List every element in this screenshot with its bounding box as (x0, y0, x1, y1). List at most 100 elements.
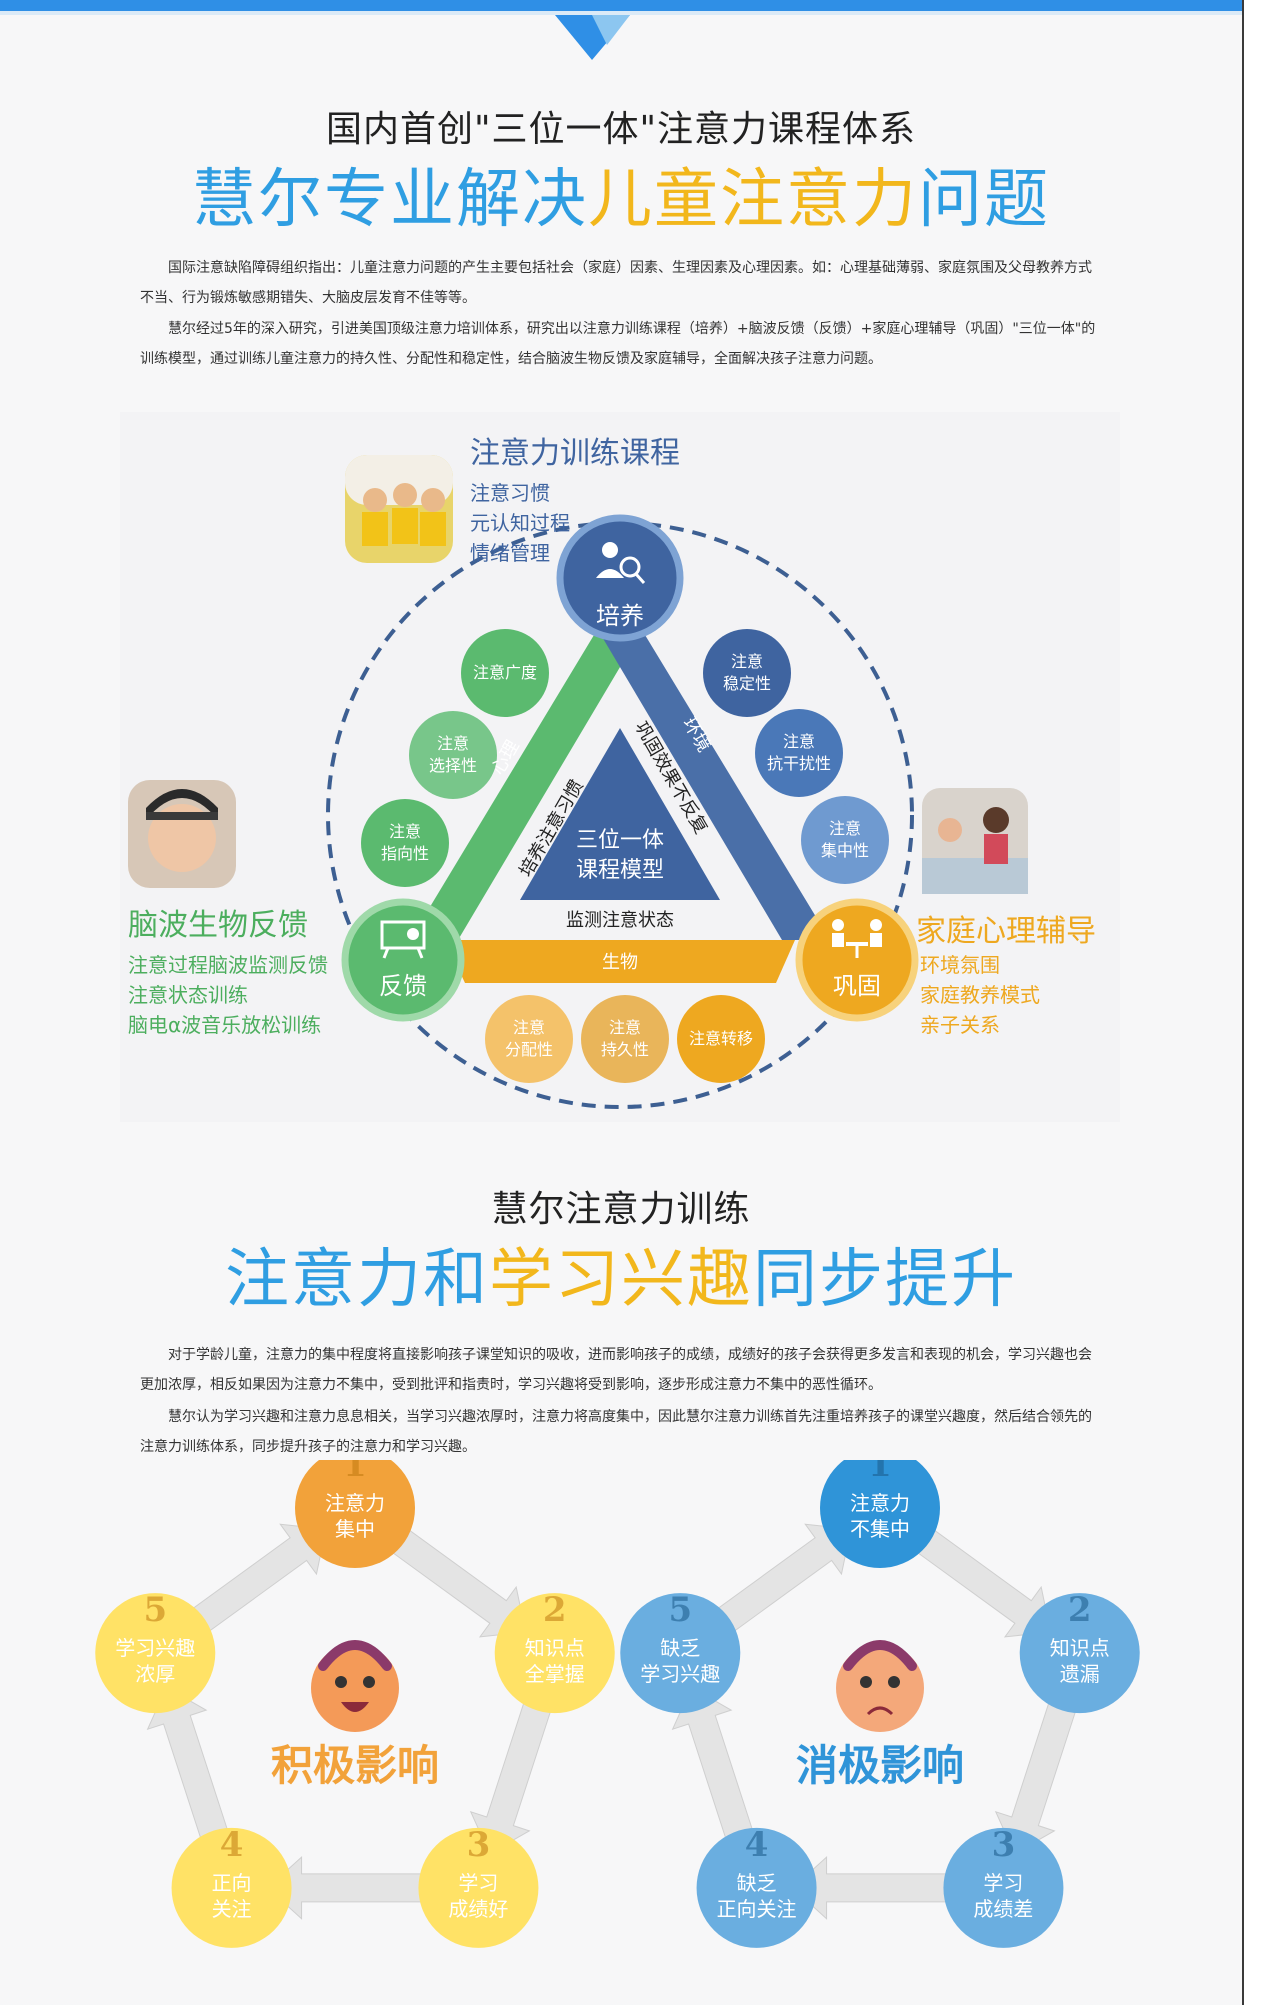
bubble-label-line: 注意 (608, 1018, 641, 1037)
node-right-label: 巩固 (833, 972, 881, 1000)
section1-para2-line1: 慧尔经过5年的深入研究，引进美国顶级注意力培训体系，研究出以注意力训练课程（培养… (168, 321, 1096, 337)
photo-boy-eeg-headset (128, 780, 236, 888)
section1-paragraph-1: 国际注意缺陷障碍组织指出：儿童注意力问题的产生主要包括社会（家庭）因素、生理因素… (140, 253, 1100, 313)
section1-para1-line1: 国际注意缺陷障碍组织指出：儿童注意力问题的产生主要包括社会（家庭）因素、生理因素… (168, 260, 1092, 276)
cycle-node-circle (95, 1593, 216, 1714)
child-hair (318, 1640, 392, 1671)
bubble-label-line: 分配性 (504, 1040, 553, 1059)
cycle-node-circle (820, 1460, 940, 1568)
feedback-board-icon (380, 920, 426, 959)
cycle-node-number: 2 (1068, 1590, 1092, 1630)
cycle-node-line1: 学习 (458, 1871, 498, 1895)
cycle-node-line2: 不集中 (850, 1517, 910, 1541)
counseling-people-icon (832, 919, 882, 958)
child-eye (888, 1676, 900, 1688)
left-green-band (410, 630, 642, 940)
child-hair (843, 1640, 917, 1671)
bubble-label: 注意广度 (455, 649, 555, 697)
child-face-icon (311, 1644, 399, 1732)
photo-family-tutoring (922, 788, 1028, 894)
child-eye (860, 1676, 872, 1688)
section2-title-part2: 学习兴趣 (489, 1243, 753, 1317)
model-dashed-orbit (326, 521, 914, 1109)
cycle-node-line2: 正向关注 (717, 1897, 797, 1921)
section1-para1-line2: 不当、行为锻炼敏感期错失、大脑皮层发育不佳等等。 (140, 290, 476, 306)
top-chevron-icon (555, 15, 630, 60)
cycle-node-line2: 成绩差 (973, 1897, 1033, 1921)
bubble-label-line: 注意 (782, 732, 815, 751)
section2-para1-line1: 对于学龄儿童，注意力的集中程度将直接影响孩子课堂知识的吸收，进而影响孩子的成绩，… (168, 1347, 1092, 1363)
model-left-item: 脑电α波音乐放松训练 (128, 1013, 322, 1037)
bubble-attention-direction (361, 799, 449, 887)
child-face-icon (836, 1644, 924, 1732)
cycle-node-circle (295, 1460, 415, 1568)
section2-title-part3: 同步提升 (753, 1243, 1017, 1317)
cycle-node-circle (494, 1593, 615, 1714)
cycle-node-number: 5 (143, 1590, 167, 1630)
bubble-label: 注意指向性 (355, 819, 455, 867)
cycle-node-line2: 成绩好 (448, 1897, 508, 1921)
bubble-label: 注意选择性 (403, 731, 503, 779)
model-right-items: 环境氛围 家庭教养模式 亲子关系 (920, 950, 1040, 1040)
center-label-line1: 三位一体 (575, 828, 664, 853)
monitor-label-bg (510, 900, 730, 938)
bubble-label: 注意持久性 (575, 1015, 675, 1063)
cycle-title: 积极影响 (271, 1741, 439, 1790)
cycle-node-line2: 遗漏 (1060, 1662, 1100, 1686)
model-right-title: 家庭心理辅导 (916, 914, 1096, 949)
bubble-label-line: 注意 (436, 734, 469, 753)
bubble-label-line: 选择性 (428, 756, 477, 775)
cycle-node-circle (171, 1827, 292, 1948)
cycle-node-line2: 浓厚 (135, 1662, 175, 1686)
bubble-attention-breadth (461, 629, 549, 717)
cycle-node-number: 2 (543, 1590, 567, 1630)
model-left-item: 注意状态训练 (128, 983, 248, 1007)
model-left-items: 注意过程脑波监测反馈 注意状态训练 脑电α波音乐放松训练 (128, 950, 328, 1040)
photo-kids-cheering (345, 455, 453, 563)
section2-paragraph-1: 对于学龄儿童，注意力的集中程度将直接影响孩子课堂知识的吸收，进而影响孩子的成绩，… (140, 1340, 1100, 1400)
bubble-attention-persistence (581, 995, 669, 1083)
child-mouth (341, 1702, 369, 1712)
bubble-label-line: 抗干扰性 (766, 754, 831, 773)
bubble-label: 注意转移 (671, 1015, 771, 1063)
model-top-item: 情绪管理 (470, 541, 550, 565)
cycle-node-number: 4 (220, 1825, 244, 1865)
model-left-title: 脑波生物反馈 (128, 908, 308, 943)
cycle-node-circle (696, 1827, 817, 1948)
top-accent-bar (0, 0, 1242, 11)
cycle-node-line1: 知识点 (1050, 1636, 1110, 1660)
model-top-items: 注意习惯 元认知过程 情绪管理 (470, 478, 570, 568)
section2-paragraph-2: 慧尔认为学习兴趣和注意力息息相关，当学习兴趣浓厚时，注意力将高度集中，因此慧尔注… (140, 1402, 1100, 1462)
child-mouth (866, 1706, 894, 1716)
bubble-label-line: 指向性 (380, 844, 429, 863)
bubble-attention-shift (677, 995, 765, 1083)
bubble-label-line: 注意 (388, 822, 421, 841)
bubble-label-line: 注意 (828, 819, 861, 838)
bubble-label: 注意抗干扰性 (749, 729, 849, 777)
cycle-node-line2: 集中 (335, 1517, 375, 1541)
cycle-node-number: 3 (992, 1825, 1016, 1865)
person-search-icon (596, 542, 646, 584)
center-model-label: 三位一体 课程模型 (540, 826, 700, 886)
right-blue-band (598, 630, 830, 940)
section2-subtitle: 慧尔注意力训练 (491, 1189, 751, 1230)
section1-title-part2: 儿童注意力 (588, 163, 918, 237)
bubble-label: 注意稳定性 (697, 649, 797, 697)
top-accent-strip (0, 11, 1242, 15)
cycle-node-circle (1019, 1593, 1140, 1714)
cycle-node-line2: 关注 (212, 1897, 252, 1921)
cycle-node-line1: 注意力 (325, 1491, 385, 1515)
section1-title-part3: 问题 (918, 163, 1050, 237)
section1-title-part1: 慧尔专业解决 (192, 163, 588, 237)
cycle-node-number: 3 (467, 1825, 491, 1865)
cycle-node-line2: 学习兴趣 (640, 1662, 720, 1686)
cycle-node-line1: 知识点 (525, 1636, 585, 1660)
monitor-attention-label: 监测注意状态 (566, 910, 674, 931)
bubble-anti-interference (755, 709, 843, 797)
cycle-node-number: 5 (668, 1590, 692, 1630)
section1-paragraph-2: 慧尔经过5年的深入研究，引进美国顶级注意力培训体系，研究出以注意力训练课程（培养… (140, 314, 1100, 374)
bubble-label: 注意集中性 (795, 816, 895, 864)
cycle-node-number: 1 (343, 1460, 367, 1485)
